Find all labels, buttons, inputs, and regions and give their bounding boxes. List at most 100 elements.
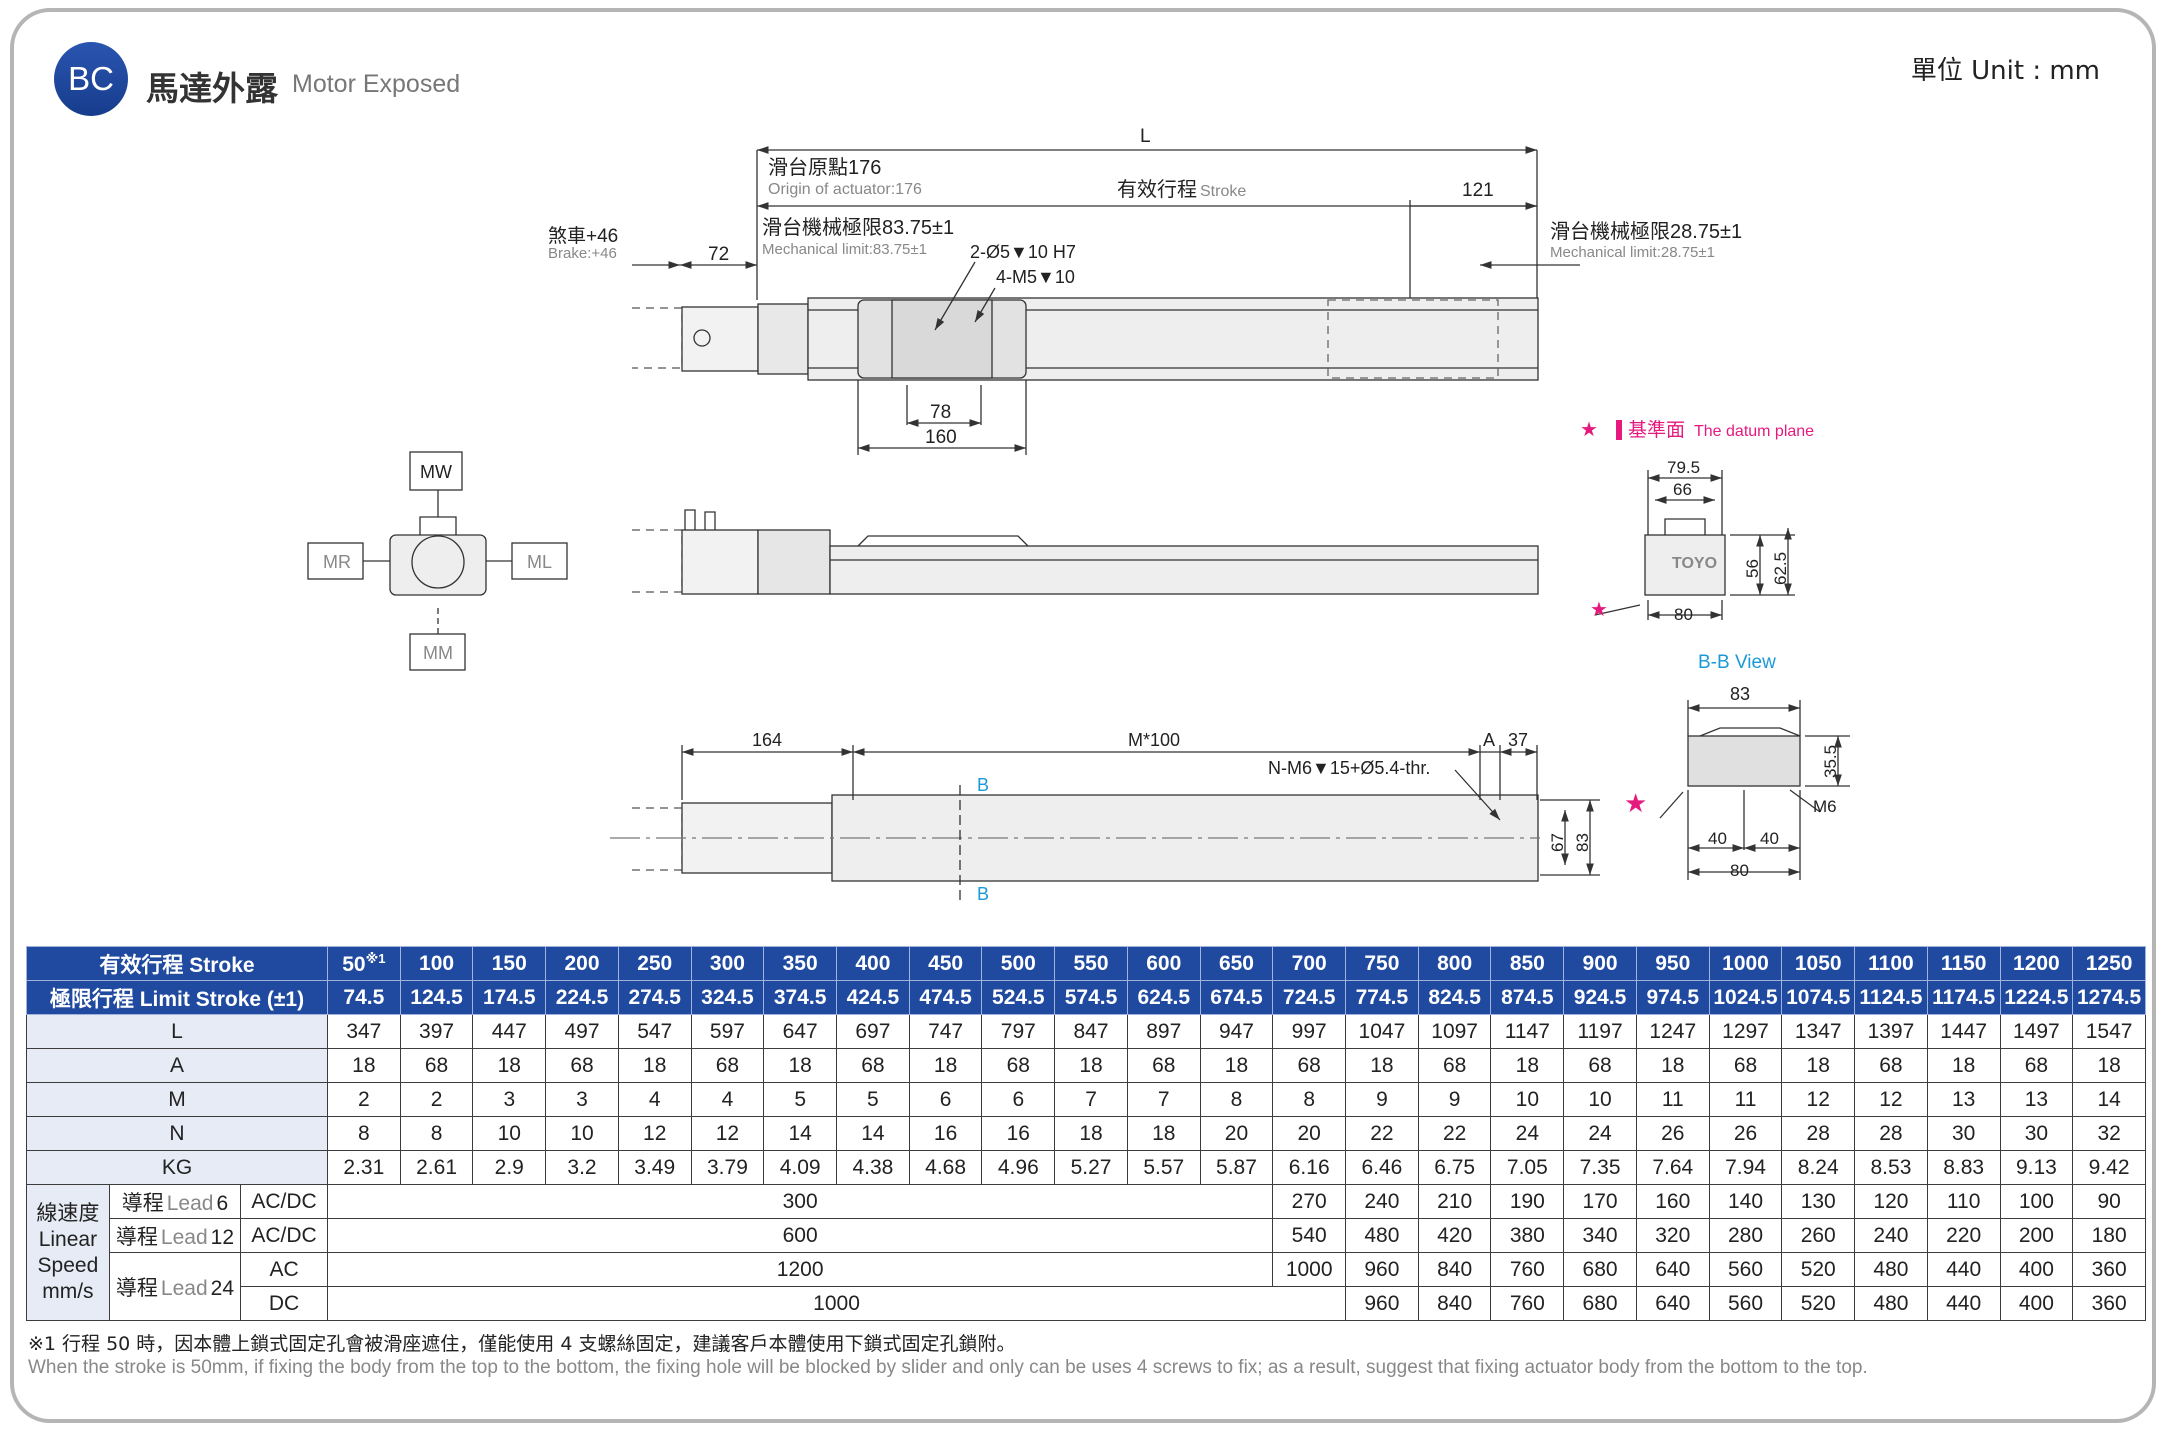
table-cell: 12 bbox=[1854, 1082, 1928, 1117]
stroke-cell: 50※1 bbox=[326, 946, 401, 981]
stroke-value: 950 bbox=[1655, 951, 1691, 975]
merged-speed-cell: 1200 bbox=[326, 1252, 1274, 1287]
table-cell: 13 bbox=[1926, 1082, 2001, 1117]
table-cell: 1047 bbox=[1345, 1014, 1419, 1049]
stroke-value: 700 bbox=[1291, 951, 1327, 975]
logo-text: TOYO bbox=[1672, 555, 1717, 572]
lead-value: 12 bbox=[210, 1225, 234, 1249]
table-cell: 18 bbox=[1926, 1048, 2001, 1083]
power-cell: AC bbox=[240, 1252, 328, 1287]
table-cell: 14 bbox=[2072, 1082, 2146, 1117]
limit-stroke-cell: 924.5 bbox=[1563, 980, 1637, 1015]
bb-view-label: B-B View bbox=[1698, 652, 1776, 673]
table-cell: 7.64 bbox=[1635, 1150, 1710, 1185]
table-cell: 18 bbox=[908, 1048, 983, 1083]
table-cell: 18 bbox=[763, 1048, 838, 1083]
bb-section-view bbox=[1659, 700, 1850, 880]
table-cell: 4 bbox=[617, 1082, 692, 1117]
stroke-value: 750 bbox=[1364, 951, 1400, 975]
table-cell: 10 bbox=[1563, 1082, 1637, 1117]
table-cell: 5 bbox=[836, 1082, 910, 1117]
table-cell: 1297 bbox=[1708, 1014, 1783, 1049]
table-cell: 1147 bbox=[1490, 1014, 1565, 1049]
speed-label-label_en1: Linear bbox=[38, 1227, 98, 1251]
table-cell: 847 bbox=[1054, 1014, 1128, 1049]
table-cell: 1347 bbox=[1781, 1014, 1856, 1049]
speed-cell: 960 bbox=[1345, 1286, 1419, 1321]
table-cell: 647 bbox=[763, 1014, 838, 1049]
table-cell: 6.16 bbox=[1272, 1150, 1347, 1185]
table-cell: 30 bbox=[1999, 1116, 2074, 1151]
merged-speed-cell: 300 bbox=[326, 1184, 1274, 1219]
table-cell: 1397 bbox=[1854, 1014, 1928, 1049]
table-cell: 12 bbox=[1781, 1082, 1856, 1117]
section-end-view bbox=[1594, 470, 1795, 620]
speed-cell: 420 bbox=[1417, 1218, 1492, 1253]
speed-cell: 960 bbox=[1345, 1252, 1419, 1287]
stroke-cell: 750 bbox=[1345, 946, 1419, 981]
table-cell: 11 bbox=[1708, 1082, 1783, 1117]
stroke-value: 900 bbox=[1582, 951, 1618, 975]
table-cell: 5 bbox=[763, 1082, 838, 1117]
dim-83-side: 83 bbox=[1573, 833, 1592, 852]
table-cell: 68 bbox=[1272, 1048, 1347, 1083]
side-view bbox=[632, 509, 1539, 595]
table-cell: 20 bbox=[1272, 1116, 1347, 1151]
limit-stroke-cell: 574.5 bbox=[1054, 980, 1128, 1015]
table-cell: 68 bbox=[836, 1048, 910, 1083]
stroke-cell: 250 bbox=[617, 946, 692, 981]
stroke-cell: 1050 bbox=[1781, 946, 1856, 981]
stroke-cell: 1150 bbox=[1926, 946, 2001, 981]
section-title-zh: 馬達外露 bbox=[146, 69, 278, 108]
merged-speed-cell: 1000 bbox=[326, 1286, 1347, 1321]
stroke-cell: 450 bbox=[908, 946, 983, 981]
table-cell: 747 bbox=[908, 1014, 983, 1049]
table-cell: 3.49 bbox=[617, 1150, 692, 1185]
table-cell: 18 bbox=[326, 1048, 401, 1083]
bottom-view bbox=[610, 745, 1600, 900]
table-cell: 2 bbox=[399, 1082, 474, 1117]
speed-cell: 680 bbox=[1563, 1252, 1637, 1287]
table-cell: 447 bbox=[472, 1014, 547, 1049]
limit-stroke-cell: 724.5 bbox=[1272, 980, 1347, 1015]
power-cell: AC/DC bbox=[240, 1184, 328, 1219]
mech-limit-right-en: Mechanical limit:28.75±1 bbox=[1550, 244, 1715, 261]
stroke-value: 300 bbox=[709, 951, 745, 975]
stroke-cell: 100 bbox=[399, 946, 474, 981]
dim-80-bottom: 80 bbox=[1730, 861, 1749, 880]
table-cell: 18 bbox=[472, 1048, 547, 1083]
table-cell: 18 bbox=[617, 1048, 692, 1083]
limit-stroke-cell: 1024.5 bbox=[1708, 980, 1783, 1015]
table-cell: 6 bbox=[908, 1082, 983, 1117]
footnote-en: When the stroke is 50mm, if fixing the b… bbox=[28, 1357, 1868, 1378]
dim-79-5: 79.5 bbox=[1667, 458, 1700, 477]
speed-cell: 680 bbox=[1563, 1286, 1637, 1321]
row-label: A bbox=[26, 1048, 328, 1083]
table-cell: 1547 bbox=[2072, 1014, 2146, 1049]
top-view bbox=[632, 146, 1580, 455]
table-cell: 2 bbox=[326, 1082, 401, 1117]
table-cell: 9.13 bbox=[1999, 1150, 2074, 1185]
table-cell: 797 bbox=[981, 1014, 1056, 1049]
dim-160: 160 bbox=[925, 427, 957, 448]
limit-stroke-cell: 274.5 bbox=[617, 980, 692, 1015]
lead-label-zh: 導程 bbox=[115, 1225, 158, 1249]
speed-cell: 180 bbox=[2072, 1218, 2146, 1253]
stroke-value: 850 bbox=[1509, 951, 1545, 975]
stroke-cell: 600 bbox=[1126, 946, 1201, 981]
dim-121: 121 bbox=[1462, 180, 1494, 201]
speed-cell: 760 bbox=[1490, 1286, 1565, 1321]
speed-cell: 840 bbox=[1417, 1252, 1492, 1287]
label-m6: M6 bbox=[1813, 797, 1837, 816]
limit-stroke-cell: 874.5 bbox=[1490, 980, 1565, 1015]
datum-label-zh: 基準面 bbox=[1628, 419, 1685, 441]
speed-cell: 140 bbox=[1708, 1184, 1783, 1219]
speed-cell: 90 bbox=[2072, 1184, 2146, 1219]
stroke-cell: 650 bbox=[1199, 946, 1274, 981]
speed-cell: 130 bbox=[1781, 1184, 1856, 1219]
table-cell: 68 bbox=[1999, 1048, 2074, 1083]
stroke-cell: 150 bbox=[472, 946, 547, 981]
